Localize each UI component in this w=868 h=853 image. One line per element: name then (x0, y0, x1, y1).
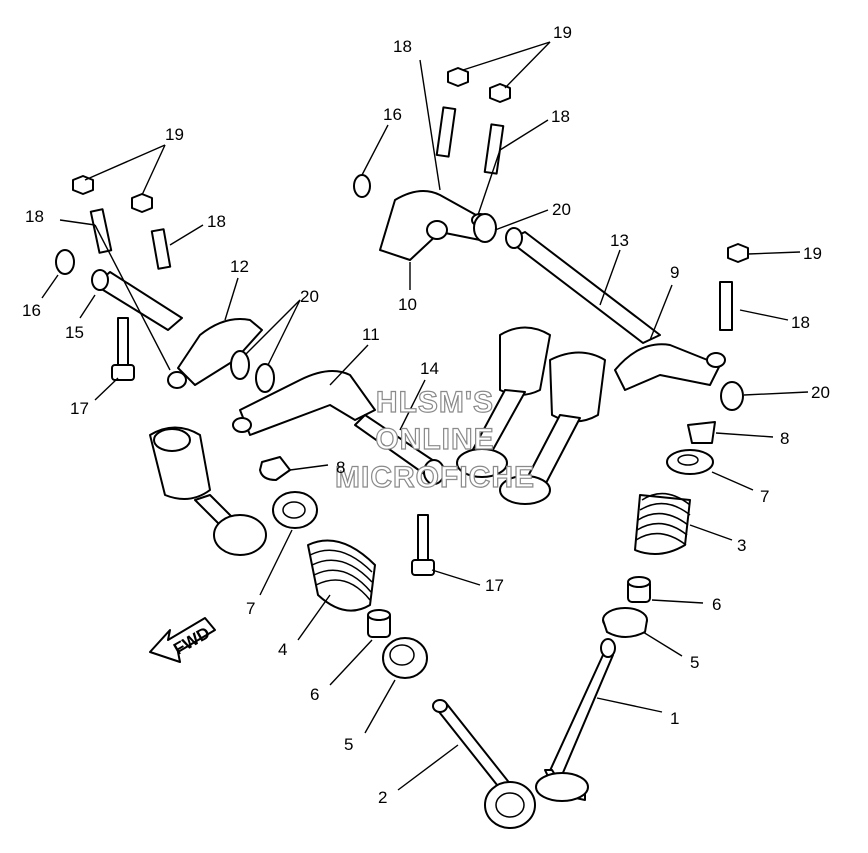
callout-9: 9 (670, 263, 679, 282)
callout-5-right: 5 (690, 653, 699, 672)
part-rocker-shaft-short (354, 414, 445, 485)
part-nut-left-b (131, 193, 153, 213)
part-cotter-right (687, 421, 716, 444)
part-washer-right (720, 381, 744, 411)
callout-16-left: 16 (22, 301, 41, 320)
callout-6-right: 6 (712, 595, 721, 614)
callout-16-top: 16 (383, 105, 402, 124)
leader-lines (41, 41, 809, 791)
callout-18-right: 18 (791, 313, 810, 332)
watermark-line-3: MICROFICHE (335, 461, 535, 494)
part-bolt-left (111, 317, 135, 381)
callout-18-left-a: 18 (25, 207, 44, 226)
part-bolt-middle (411, 514, 435, 576)
part-valve-assembly-middle-a (456, 326, 551, 478)
callout-17-left: 17 (70, 399, 89, 418)
callout-8-left: 8 (336, 458, 345, 477)
callout-19-left: 19 (165, 125, 184, 144)
callout-8-right: 8 (780, 429, 789, 448)
fwd-arrow: FWD (149, 617, 216, 663)
part-washer-left-b (255, 363, 275, 393)
part-washer-top (473, 213, 497, 243)
callout-14: 14 (420, 359, 439, 378)
callout-2: 2 (378, 788, 387, 807)
callout-10: 10 (398, 295, 417, 314)
part-stud-top-a (435, 106, 457, 158)
part-o-ring-left (55, 249, 75, 275)
watermark: HLSM'S ONLINE MICROFICHE (334, 385, 535, 494)
part-stud-left-a (89, 208, 113, 254)
callouts: 1 2 3 4 5 5 6 6 7 7 8 8 9 10 11 12 13 14… (22, 23, 830, 807)
callout-20-right: 20 (811, 383, 830, 402)
part-o-ring-top (353, 174, 371, 198)
part-stud-left-b (150, 228, 172, 270)
callout-4: 4 (278, 640, 287, 659)
callout-7-right: 7 (760, 487, 769, 506)
part-cotter-left (259, 456, 291, 481)
part-spring-retainer-right (602, 607, 648, 638)
part-rocker-shaft-left (91, 269, 183, 331)
part-nut-top-b (489, 83, 511, 103)
part-nut-top-a (447, 67, 469, 87)
part-rocker-arm-right (614, 343, 726, 391)
callout-6-left: 6 (310, 685, 319, 704)
callout-19-top: 19 (553, 23, 572, 42)
part-valve-bottom (432, 699, 536, 829)
callout-12: 12 (230, 257, 249, 276)
callout-13: 13 (610, 231, 629, 250)
callout-11: 11 (362, 325, 380, 344)
callout-19-right: 19 (803, 244, 822, 263)
callout-7-left: 7 (246, 599, 255, 618)
part-valve-assembly-middle-b (499, 351, 606, 505)
part-valve-assembly-left (149, 426, 267, 556)
callout-18-left-b: 18 (207, 212, 226, 231)
part-stem-seal-left (367, 609, 391, 638)
part-stem-seal-right (627, 576, 651, 603)
part-nut-left-a (72, 175, 94, 195)
callout-18-top-b: 18 (551, 107, 570, 126)
part-washer-left-a (230, 350, 250, 380)
callout-17-middle: 17 (485, 576, 504, 595)
watermark-line-2: ONLINE (375, 423, 494, 456)
part-rocker-arm-top (379, 190, 489, 261)
callout-15: 15 (65, 323, 84, 342)
callout-18-top-a: 18 (393, 37, 412, 56)
callout-5-left: 5 (344, 735, 353, 754)
part-rocker-arm-middle (232, 370, 376, 436)
part-spring-retainer-left (382, 637, 428, 679)
part-spring-left (307, 539, 376, 612)
callout-1: 1 (670, 709, 679, 728)
watermark-line-1: HLSM'S (376, 386, 494, 419)
callout-20-top: 20 (552, 200, 571, 219)
part-stud-right (719, 281, 733, 331)
callout-3: 3 (737, 536, 746, 555)
part-spring-right (634, 492, 691, 555)
part-spring-seat-left (272, 491, 318, 529)
part-rocker-arm-left (167, 318, 263, 389)
callout-20-left: 20 (300, 287, 319, 306)
part-valve-right (535, 638, 616, 802)
part-nut-right (727, 243, 749, 263)
part-spring-seat-right (666, 449, 714, 475)
part-rocker-shaft-long (505, 227, 661, 344)
